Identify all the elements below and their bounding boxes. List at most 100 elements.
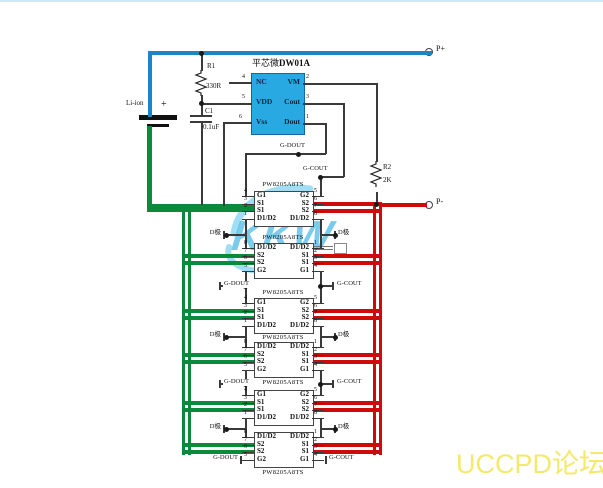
mosfet-chip-5-right-num-2: 3 bbox=[314, 444, 317, 450]
mosfet-chip-0-left-label-0: G1 bbox=[257, 190, 266, 199]
mosfet-chip-4-left-stub-0 bbox=[242, 395, 254, 397]
mosfet-chip-4-body bbox=[254, 390, 314, 426]
green-stub-3a bbox=[182, 401, 254, 405]
mosfet-chip-2-right-stub-3 bbox=[312, 326, 324, 328]
mosfet-chip-1-left-label-3: G2 bbox=[257, 265, 266, 274]
mosfet-chip-0-right-num-0: 5 bbox=[314, 188, 317, 194]
mosfet-chip-2-left-stub-1 bbox=[242, 311, 254, 313]
wire-52 bbox=[325, 456, 327, 464]
mosfet-chip-1-left-label-0: D1/D2 bbox=[257, 242, 277, 251]
green-wire-1 bbox=[147, 204, 254, 212]
mosfet-chip-5-right-label-2: S1 bbox=[301, 446, 309, 455]
junction-dot-10 bbox=[332, 232, 338, 238]
terminal-p-plus: P+ bbox=[436, 44, 445, 53]
junction-dot-2 bbox=[295, 151, 301, 157]
r2-value: 2K bbox=[383, 176, 392, 184]
wire-7 bbox=[223, 122, 252, 124]
mosfet-chip-4-left-label-2: S1 bbox=[257, 404, 265, 413]
mosfet-chip-4-right-stub-1 bbox=[312, 403, 324, 405]
mosfet-chip-5-left-stub-2 bbox=[242, 452, 254, 454]
green-stub-2a bbox=[182, 353, 254, 357]
r1-value: 330R bbox=[206, 82, 222, 90]
green-wire-2 bbox=[182, 204, 185, 455]
green-wire-0 bbox=[147, 126, 152, 206]
mosfet-chip-5-right-label-0: D1/D2 bbox=[289, 431, 309, 440]
wire-14 bbox=[343, 103, 345, 177]
wire-11 bbox=[376, 83, 378, 162]
wire-1 bbox=[201, 95, 203, 104]
mosfet-chip-3-right-num-0: 1 bbox=[314, 339, 317, 345]
c1-value: 0.1uF bbox=[203, 123, 220, 131]
mosfet-chip-0-right-num-3: 8 bbox=[314, 211, 317, 217]
battery-minus: − bbox=[153, 121, 159, 132]
mosfet-chip-5-left-label-3: G2 bbox=[257, 454, 266, 463]
mosfet-chip-0-body bbox=[254, 191, 314, 227]
ic-pin-vss: Vss bbox=[256, 117, 268, 126]
mosfet-chip-0-left-num-1: 3 bbox=[244, 196, 247, 202]
mosfet-chip-1-left-num-2: 6 bbox=[244, 255, 247, 261]
green-stub-3b bbox=[182, 408, 254, 412]
wire-15 bbox=[320, 176, 344, 178]
mosfet-chip-1-right-num-1: 2 bbox=[314, 248, 317, 254]
green-stub-0b bbox=[182, 261, 254, 265]
red-stub-4a bbox=[312, 401, 382, 405]
mosfet-chip-3-left-label-2: S2 bbox=[257, 356, 265, 365]
mosfet-chip-4-left-label-3: D1/D2 bbox=[257, 412, 277, 421]
net-label-gdout-0: G-DOUT bbox=[223, 280, 250, 288]
net-label-d-pole-left-0: D极 bbox=[209, 229, 221, 236]
green-wire-3 bbox=[188, 204, 191, 455]
net-label-gdout-top: G-DOUT bbox=[280, 142, 305, 149]
battery-plate-long bbox=[139, 115, 177, 120]
mosfet-chip-2-left-num-0: 4 bbox=[244, 295, 247, 301]
mosfet-chip-4-right-label-0: G2 bbox=[300, 389, 309, 398]
mosfet-chip-3-left-num-3: 5 bbox=[244, 362, 247, 368]
wire-50 bbox=[332, 380, 334, 388]
wire-12 bbox=[376, 192, 378, 205]
net-label-gcout-0: G-COUT bbox=[336, 280, 363, 288]
junction-dot-14 bbox=[332, 426, 338, 432]
net-label-d-pole-right-1: D极 bbox=[338, 331, 350, 338]
ic-pin-num-3: 3 bbox=[306, 94, 309, 100]
mosfet-chip-3-right-num-2: 3 bbox=[314, 354, 317, 360]
wire-3 bbox=[201, 104, 203, 115]
blue-wire-1 bbox=[148, 51, 152, 117]
mosfet-chip-5-right-stub-1 bbox=[312, 445, 324, 447]
mosfet-chip-3-left-num-1: 7 bbox=[244, 347, 247, 353]
wire-23 bbox=[223, 234, 246, 236]
net-label-gcout-1: G-COUT bbox=[336, 378, 363, 386]
green-stub-4b bbox=[182, 450, 254, 454]
wire-24 bbox=[320, 234, 335, 236]
wire-22 bbox=[320, 219, 322, 248]
mosfet-chip-0-right-num-1: 6 bbox=[314, 196, 317, 202]
mosfet-chip-2-right-num-3: 8 bbox=[314, 318, 317, 324]
ic-pin-dout: Dout bbox=[284, 117, 300, 126]
red-wire-0 bbox=[373, 203, 376, 455]
c1-ref: C1 bbox=[205, 107, 214, 115]
mosfet-chip-2-left-stub-3 bbox=[242, 326, 254, 328]
junction-dot-4 bbox=[373, 201, 379, 207]
ic-pin-vdd: VDD bbox=[256, 97, 273, 106]
net-label-d-pole-left-2: D极 bbox=[209, 423, 221, 430]
wire-30 bbox=[320, 336, 335, 338]
ic-pin-cout: Cout bbox=[284, 97, 300, 106]
mosfet-chip-2-title: PW8205A8TS bbox=[262, 289, 304, 296]
wire-5 bbox=[190, 121, 212, 123]
red-stub-5b bbox=[312, 450, 382, 454]
mosfet-chip-3-left-stub-2 bbox=[242, 362, 254, 364]
red-wire-2 bbox=[382, 203, 427, 207]
mosfet-chip-0-right-label-0: G2 bbox=[300, 190, 309, 199]
mosfet-chip-2-right-label-1: S2 bbox=[301, 305, 309, 314]
mosfet-chip-1-left-stub-2 bbox=[242, 263, 254, 265]
mosfet-chip-0-left-num-3: 1 bbox=[244, 211, 247, 217]
mosfet-chip-2-body bbox=[254, 298, 314, 334]
r2-ref: R2 bbox=[383, 163, 392, 171]
mosfet-chip-2-left-label-3: D1/D2 bbox=[257, 320, 277, 329]
mosfet-chip-4-left-num-3: 1 bbox=[244, 410, 247, 416]
ic-title: 平芯微DW01A bbox=[252, 58, 310, 68]
wire-20 bbox=[245, 153, 247, 196]
mosfet-chip-3-right-stub-0 bbox=[312, 347, 324, 349]
wire-36 bbox=[320, 428, 335, 430]
wire-42 bbox=[320, 285, 333, 287]
wire-21 bbox=[245, 219, 247, 248]
wire-4 bbox=[190, 115, 212, 117]
